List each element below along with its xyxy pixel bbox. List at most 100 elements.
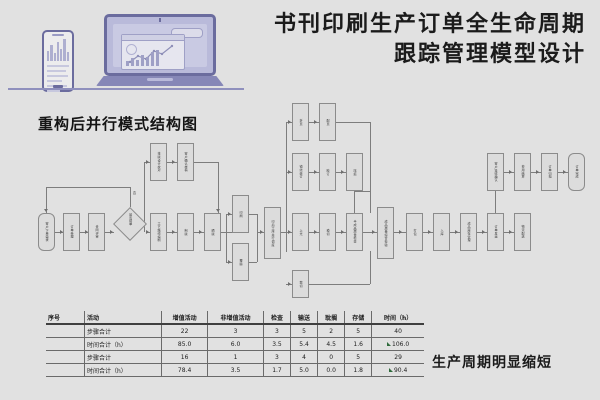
cell-transport: 5 xyxy=(289,324,318,338)
flow-node-n9: 印刷 xyxy=(232,195,249,233)
edge-arrow xyxy=(372,230,375,234)
edge-arrow xyxy=(288,120,291,124)
col-header-activity: 活动 xyxy=(84,311,162,324)
cell-time: 106.0 xyxy=(371,337,424,351)
page-title-line1: 书刊印刷生产订单全生命周期 xyxy=(273,12,586,37)
cell-transport: 5.4 xyxy=(289,337,318,351)
cell-inspect: 1.7 xyxy=(262,363,291,377)
flow-node-n28: 费用结算 xyxy=(514,153,531,191)
cell-inspect: 3 xyxy=(262,350,291,364)
flow-node-n12: 折页 xyxy=(292,103,309,141)
edge xyxy=(46,187,130,188)
flow-node-label: 折页 xyxy=(298,118,303,126)
edge-arrow xyxy=(563,170,566,174)
cell-value-add: 85.0 xyxy=(160,337,208,351)
flow-node-label: 入库 xyxy=(439,228,444,236)
edge-arrow xyxy=(146,160,149,164)
laptop-illustration xyxy=(96,14,224,86)
flow-node-label: 订单受理 xyxy=(69,225,74,239)
cell-storage: 1.6 xyxy=(344,337,372,351)
cell-activity: 步骤合计 xyxy=(84,350,162,364)
edge xyxy=(495,191,496,213)
edge xyxy=(144,162,145,232)
cell-delay: 4.5 xyxy=(317,337,345,351)
edge-arrow xyxy=(314,170,317,174)
cell-value-add: 16 xyxy=(160,350,208,364)
flow-node-n16: 压痕 xyxy=(346,153,363,191)
flow-node-label: 订单完成 xyxy=(574,165,579,179)
cell-seq xyxy=(46,338,85,351)
flow-node-n8: 晒版 xyxy=(204,213,221,251)
cell-value-add: 22 xyxy=(160,324,208,338)
edge xyxy=(286,122,287,252)
edge-arrow xyxy=(228,260,231,264)
highlight-marker-icon xyxy=(387,342,392,346)
edge xyxy=(370,251,371,284)
edge-arrow xyxy=(60,230,63,234)
flow-node-label: 客户下单需求 xyxy=(44,222,49,242)
edge xyxy=(130,187,131,207)
edge xyxy=(55,232,63,233)
flow-node-label: 成品质量综合检验 xyxy=(383,219,388,247)
laptop-trackpad-notch xyxy=(147,78,173,81)
cell-non-value-add: 3.5 xyxy=(207,363,264,377)
phone-home-button-icon xyxy=(53,85,63,88)
edge-arrow xyxy=(199,230,202,234)
edge-arrow xyxy=(44,209,48,212)
flow-node-n13: 配页 xyxy=(319,103,336,141)
flow-node-label: 打包 xyxy=(412,228,417,236)
cell-inspect: 3.5 xyxy=(262,337,291,351)
edge-arrow xyxy=(428,230,431,234)
edge xyxy=(221,232,233,233)
col-header-time: 时间（h） xyxy=(371,311,424,324)
flow-node-label: 制版 xyxy=(183,228,188,236)
edge-arrow xyxy=(482,230,485,234)
flow-node-n30: 订单完成 xyxy=(568,153,585,191)
cell-transport: 5.0 xyxy=(289,363,318,377)
flow-node-label: 配页 xyxy=(325,118,330,126)
flow-node-label: 上光 xyxy=(298,228,303,236)
flow-node-label: 费用结算 xyxy=(520,165,525,179)
phone-speaker-icon xyxy=(52,34,64,36)
cell-storage: 5 xyxy=(344,350,372,364)
flow-node-label: 模切 xyxy=(325,228,330,236)
flow-node-n20: 裁切 xyxy=(292,270,309,298)
edge-arrow xyxy=(110,230,113,234)
edge xyxy=(257,214,258,262)
edge-label-no: 否 xyxy=(132,191,136,195)
flow-node-label: 覆膜 xyxy=(238,258,243,266)
edge-arrow xyxy=(314,120,317,124)
flow-node-label: 锁线装订 xyxy=(298,165,303,179)
chat-bubble-icon xyxy=(171,28,203,38)
edge xyxy=(105,232,114,233)
edge xyxy=(218,162,219,213)
cell-delay: 2 xyxy=(317,324,345,338)
cell-activity: 步骤合计 xyxy=(84,324,162,338)
page-title: 书刊印刷生产订单全生命周期 跟踪管理模型设计 xyxy=(236,10,586,70)
edge-arrow xyxy=(288,282,291,286)
phone-illustration xyxy=(42,30,74,92)
flow-node-label: 压痕 xyxy=(352,168,357,176)
cell-delay: 0 xyxy=(317,350,345,364)
laptop-screen xyxy=(113,24,207,70)
edge-arrow xyxy=(228,212,231,216)
cell-inspect: 3 xyxy=(262,324,291,338)
flow-node-n26: 物流配送 xyxy=(514,213,531,251)
phone-screen xyxy=(47,39,69,92)
laptop-base xyxy=(96,76,224,86)
edge xyxy=(46,187,47,213)
flow-decision-label: 是否接单 xyxy=(128,213,133,226)
flow-node-n19: 半成品质量检查 xyxy=(346,213,363,251)
flow-node-n2: 订单受理 xyxy=(63,213,80,251)
cell-value-add: 78.4 xyxy=(160,363,208,377)
edge xyxy=(309,284,370,285)
section-heading: 重构后并行模式结构图 xyxy=(38,115,199,133)
pie-chart-icon xyxy=(126,44,137,55)
devices-dashboard-illustration xyxy=(14,6,244,92)
flow-node-label: 客户签收确认 xyxy=(493,162,498,182)
cell-storage: 1.8 xyxy=(344,363,372,377)
flow-node-label: 裁切 xyxy=(298,280,303,288)
edge xyxy=(249,214,257,215)
